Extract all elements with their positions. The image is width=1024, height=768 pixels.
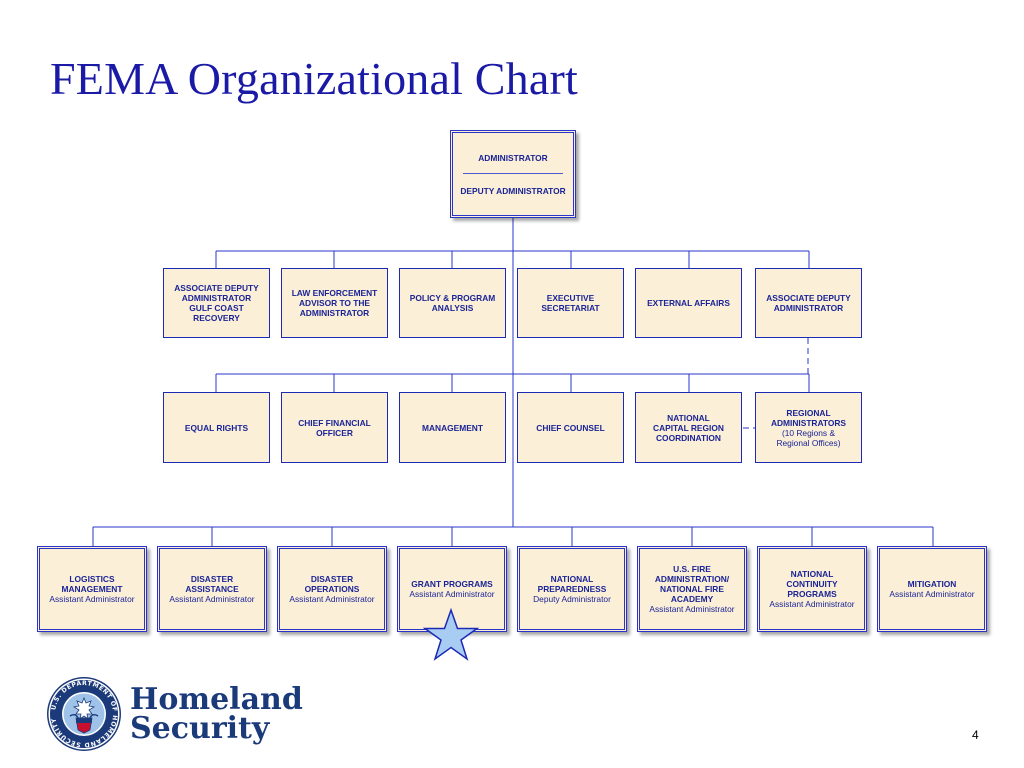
administrator-divider xyxy=(463,172,563,174)
org-box-subtitle: Assistant Administrator xyxy=(889,589,975,599)
org-box-subtitle: Assistant Administrator xyxy=(649,604,735,614)
homeland-security-logo: U.S. DEPARTMENT OF HOMELAND SECURITY Hom… xyxy=(46,676,303,752)
org-box-title: NATIONAL PREPAREDNESS xyxy=(537,574,607,594)
org-box-title: MITIGATION xyxy=(907,579,957,589)
org-box-subtitle: Assistant Administrator xyxy=(289,594,375,604)
org-box-title: MANAGEMENT xyxy=(422,422,483,433)
administrator-box: ADMINISTRATOR DEPUTY ADMINISTRATOR xyxy=(450,130,576,218)
org-box-subtitle: (10 Regions & Regional Offices) xyxy=(776,427,841,448)
org-box-executive-secretariat: EXECUTIVE SECRETARIAT xyxy=(517,268,624,338)
org-box-regional-administrators: REGIONAL ADMINISTRATORS (10 Regions & Re… xyxy=(755,392,862,463)
org-box-title: ASSOCIATE DEPUTY ADMINISTRATOR xyxy=(766,293,851,313)
org-box-external-affairs: EXTERNAL AFFAIRS xyxy=(635,268,742,338)
org-box-chief-counsel: CHIEF COUNSEL xyxy=(517,392,624,463)
org-box-subtitle: Assistant Administrator xyxy=(49,594,135,604)
org-box-subtitle: Assistant Administrator xyxy=(769,599,855,609)
dhs-seal-icon: U.S. DEPARTMENT OF HOMELAND SECURITY xyxy=(47,677,121,751)
org-box-title: LOGISTICS MANAGEMENT xyxy=(61,574,123,594)
org-box-national-capital-region: NATIONAL CAPITAL REGION COORDINATION xyxy=(635,392,742,463)
org-box-title: NATIONAL CONTINUITY PROGRAMS xyxy=(786,569,838,599)
org-box-law-enforcement-advisor: LAW ENFORCEMENT ADVISOR TO THE ADMINISTR… xyxy=(281,268,388,338)
org-box-title: DISASTER OPERATIONS xyxy=(304,574,360,594)
org-box-national-preparedness: NATIONAL PREPAREDNESS Deputy Administrat… xyxy=(517,546,627,632)
org-box-subtitle: Assistant Administrator xyxy=(169,594,255,604)
org-box-title: ASSOCIATE DEPUTY ADMINISTRATOR GULF COAS… xyxy=(174,283,259,323)
star-icon xyxy=(422,608,480,661)
org-box-national-continuity-programs: NATIONAL CONTINUITY PROGRAMS Assistant A… xyxy=(757,546,867,632)
org-box-disaster-assistance: DISASTER ASSISTANCE Assistant Administra… xyxy=(157,546,267,632)
org-box-mitigation: MITIGATION Assistant Administrator xyxy=(877,546,987,632)
org-box-title: EXTERNAL AFFAIRS xyxy=(647,298,730,308)
org-box-equal-rights: EQUAL RIGHTS xyxy=(163,392,270,463)
org-box-gulf-coast-recovery: ASSOCIATE DEPUTY ADMINISTRATOR GULF COAS… xyxy=(163,268,270,338)
logo-wordmark: Homeland Security xyxy=(130,682,303,746)
org-box-title: REGIONAL ADMINISTRATORS xyxy=(770,407,847,428)
org-box-title: POLICY & PROGRAM ANALYSIS xyxy=(409,293,496,313)
org-box-title: CHIEF COUNSEL xyxy=(536,422,605,433)
org-box-associate-deputy-administrator: ASSOCIATE DEPUTY ADMINISTRATOR xyxy=(755,268,862,338)
org-box-title: U.S. FIRE ADMINISTRATION/ NATIONAL FIRE … xyxy=(654,564,730,604)
page-title: FEMA Organizational Chart xyxy=(50,53,578,104)
org-box-logistics-management: LOGISTICS MANAGEMENT Assistant Administr… xyxy=(37,546,147,632)
org-box-title: CHIEF FINANCIAL OFFICER xyxy=(298,417,371,438)
org-box-management: MANAGEMENT xyxy=(399,392,506,463)
org-box-subtitle: Assistant Administrator xyxy=(409,589,495,599)
logo-line-2: Security xyxy=(130,711,270,746)
org-box-us-fire-administration: U.S. FIRE ADMINISTRATION/ NATIONAL FIRE … xyxy=(637,546,747,632)
org-box-title: GRANT PROGRAMS xyxy=(411,579,493,589)
org-box-policy-program-analysis: POLICY & PROGRAM ANALYSIS xyxy=(399,268,506,338)
org-box-title: EXECUTIVE SECRETARIAT xyxy=(541,293,600,313)
org-box-title: EQUAL RIGHTS xyxy=(184,422,249,433)
org-box-title: LAW ENFORCEMENT ADVISOR TO THE ADMINISTR… xyxy=(291,288,378,318)
deputy-administrator-label: DEPUTY ADMINISTRATOR xyxy=(460,185,566,196)
page-number: 4 xyxy=(972,728,979,742)
org-box-subtitle: Deputy Administrator xyxy=(533,594,611,604)
org-box-title: DISASTER ASSISTANCE xyxy=(185,574,239,594)
org-box-disaster-operations: DISASTER OPERATIONS Assistant Administra… xyxy=(277,546,387,632)
administrator-label: ADMINISTRATOR xyxy=(478,152,548,163)
org-box-title: NATIONAL CAPITAL REGION COORDINATION xyxy=(653,412,724,443)
org-box-chief-financial-officer: CHIEF FINANCIAL OFFICER xyxy=(281,392,388,463)
logo-line-1: Homeland xyxy=(130,682,303,717)
